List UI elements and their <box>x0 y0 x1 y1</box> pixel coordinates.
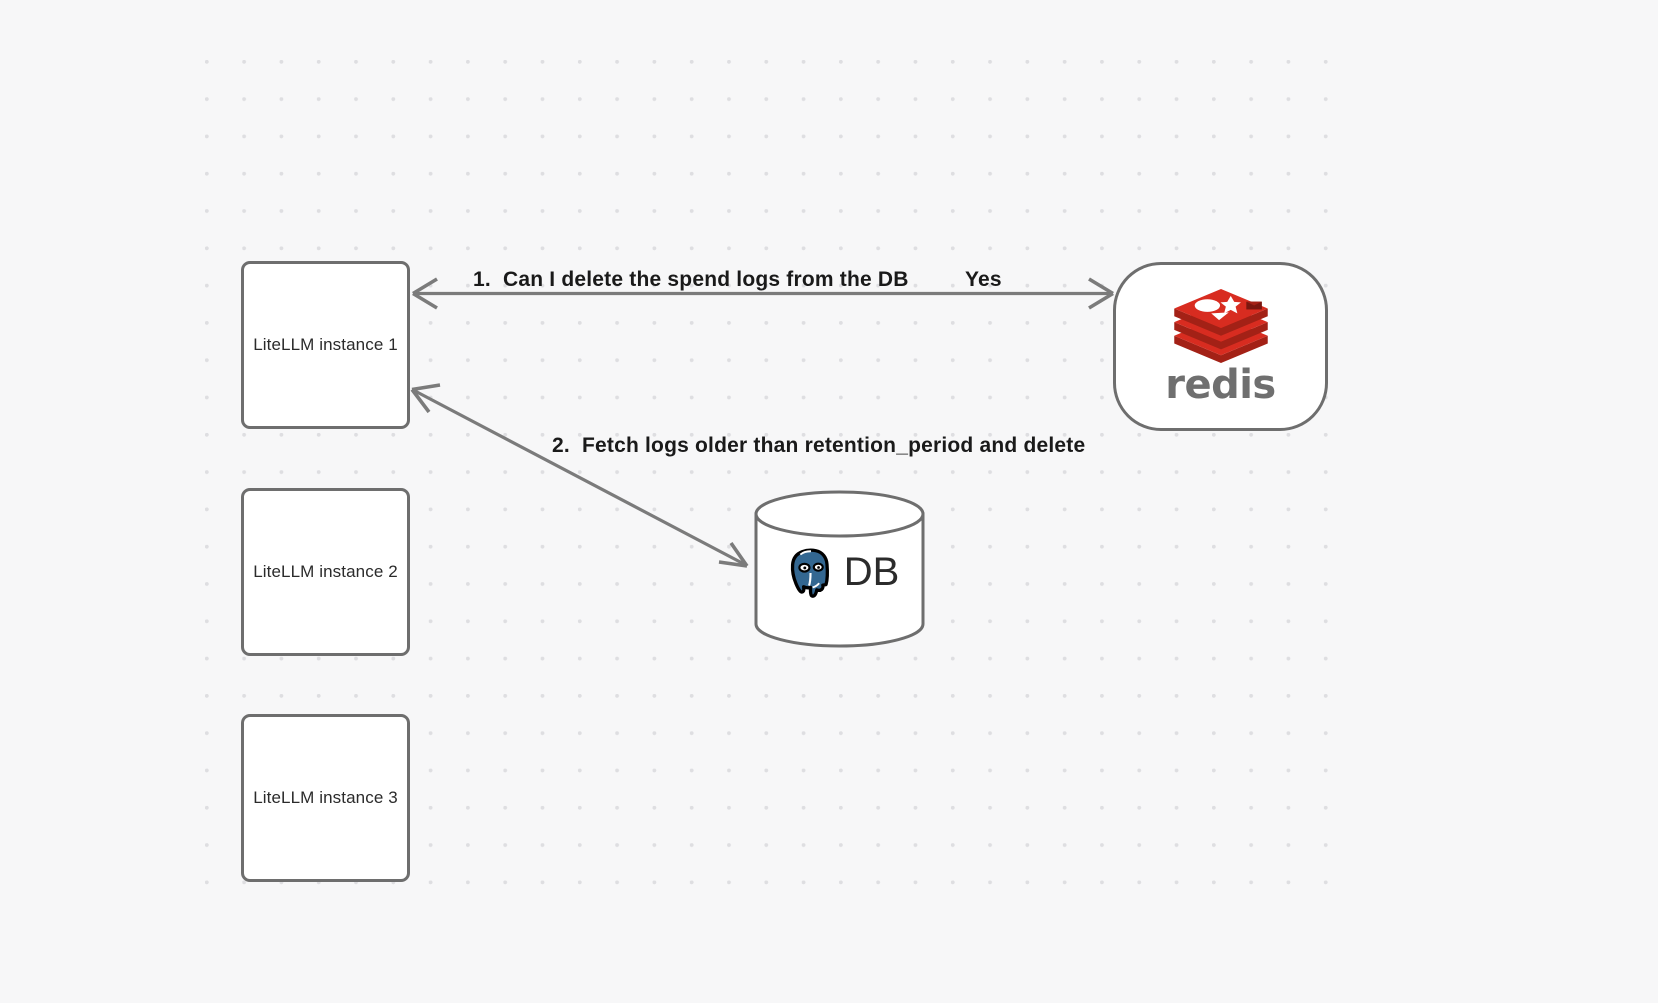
redis-wordmark-text: redis <box>1165 361 1276 408</box>
node-litellm-instance-2[interactable]: LiteLLM instance 2 <box>241 488 410 656</box>
db-label: DB <box>843 550 900 594</box>
edge-label-step-1-reply: Yes <box>965 268 1002 291</box>
node-label: LiteLLM instance 1 <box>253 335 398 354</box>
redis-logo-icon <box>1173 288 1268 363</box>
edge-litellm1-db <box>410 383 749 568</box>
edge-label-step-1: 1. Can I delete the spend logs from the … <box>473 268 909 291</box>
edge-label-step-2: 2. Fetch logs older than retention_perio… <box>552 434 1086 457</box>
node-litellm-instance-3[interactable]: LiteLLM instance 3 <box>241 714 410 882</box>
postgresql-elephant-icon <box>790 548 829 598</box>
node-db[interactable]: DB <box>753 489 926 649</box>
node-label: LiteLLM instance 3 <box>253 788 398 807</box>
node-redis[interactable]: redis <box>1113 262 1328 431</box>
node-litellm-instance-1[interactable]: LiteLLM instance 1 <box>241 261 410 429</box>
node-label: LiteLLM instance 2 <box>253 562 398 581</box>
cylinder-shape-icon <box>754 490 925 648</box>
